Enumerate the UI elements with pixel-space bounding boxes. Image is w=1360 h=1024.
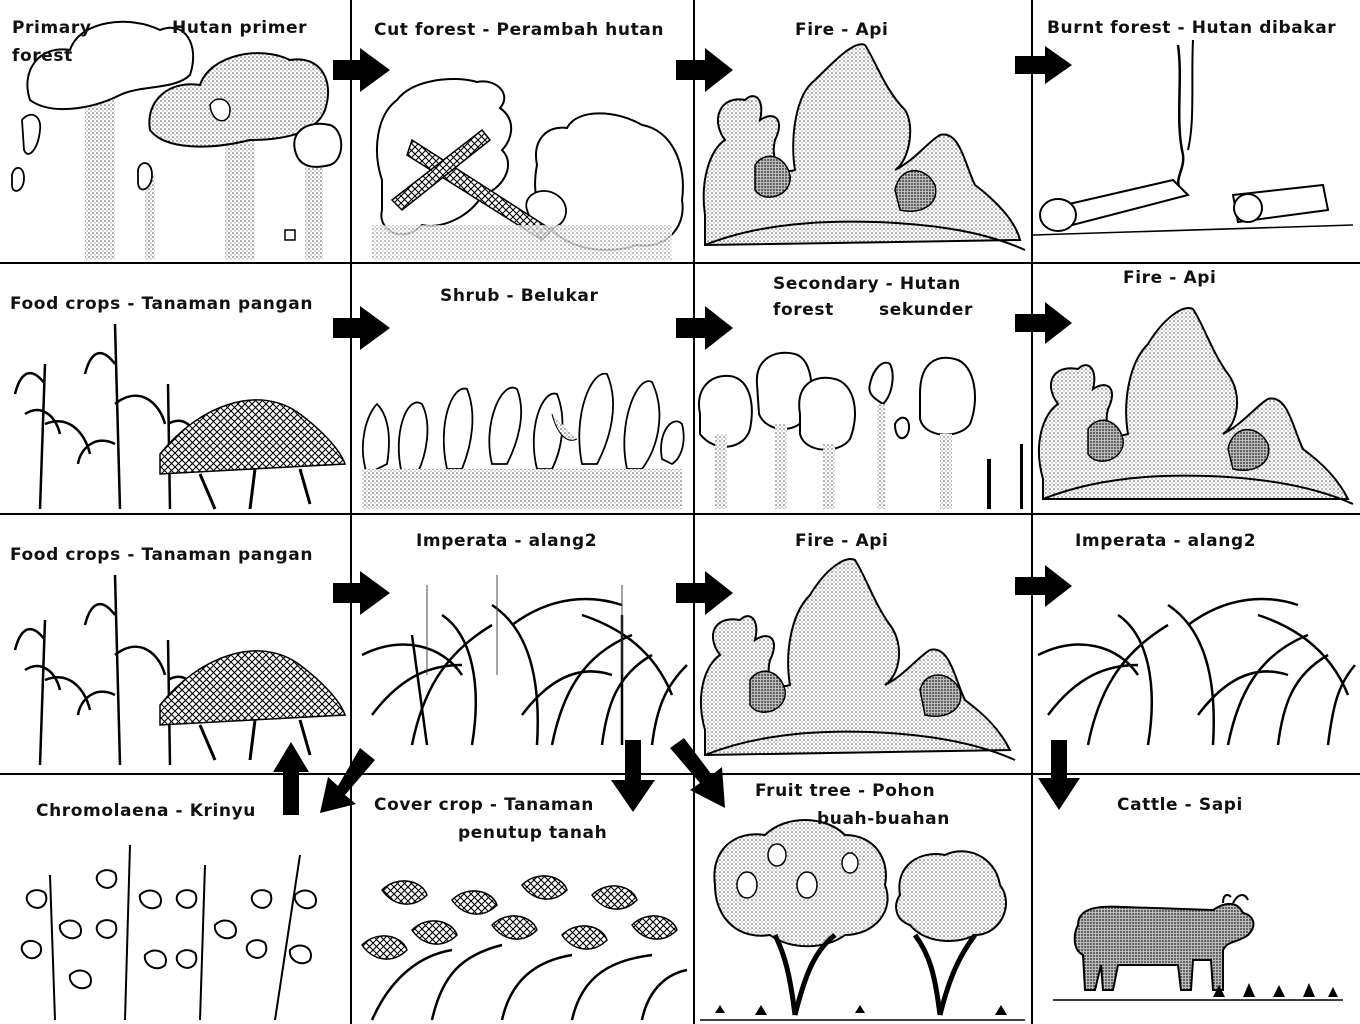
right-arrow-icon	[1015, 302, 1072, 344]
right-arrow-icon	[1015, 565, 1072, 607]
up-arrow-icon	[273, 742, 309, 815]
right-arrow-icon	[676, 48, 733, 92]
diagonal-arrow-icon	[320, 748, 375, 813]
right-arrow-icon	[676, 571, 733, 615]
down-arrow-icon	[1038, 740, 1080, 810]
right-arrow-icon	[333, 571, 390, 615]
right-arrow-icon	[333, 48, 390, 92]
down-arrow-icon	[611, 740, 655, 812]
right-arrow-icon	[333, 306, 390, 350]
right-arrow-icon	[676, 306, 733, 350]
right-arrow-icon	[1015, 46, 1072, 84]
diagonal-arrow-icon	[670, 738, 725, 808]
